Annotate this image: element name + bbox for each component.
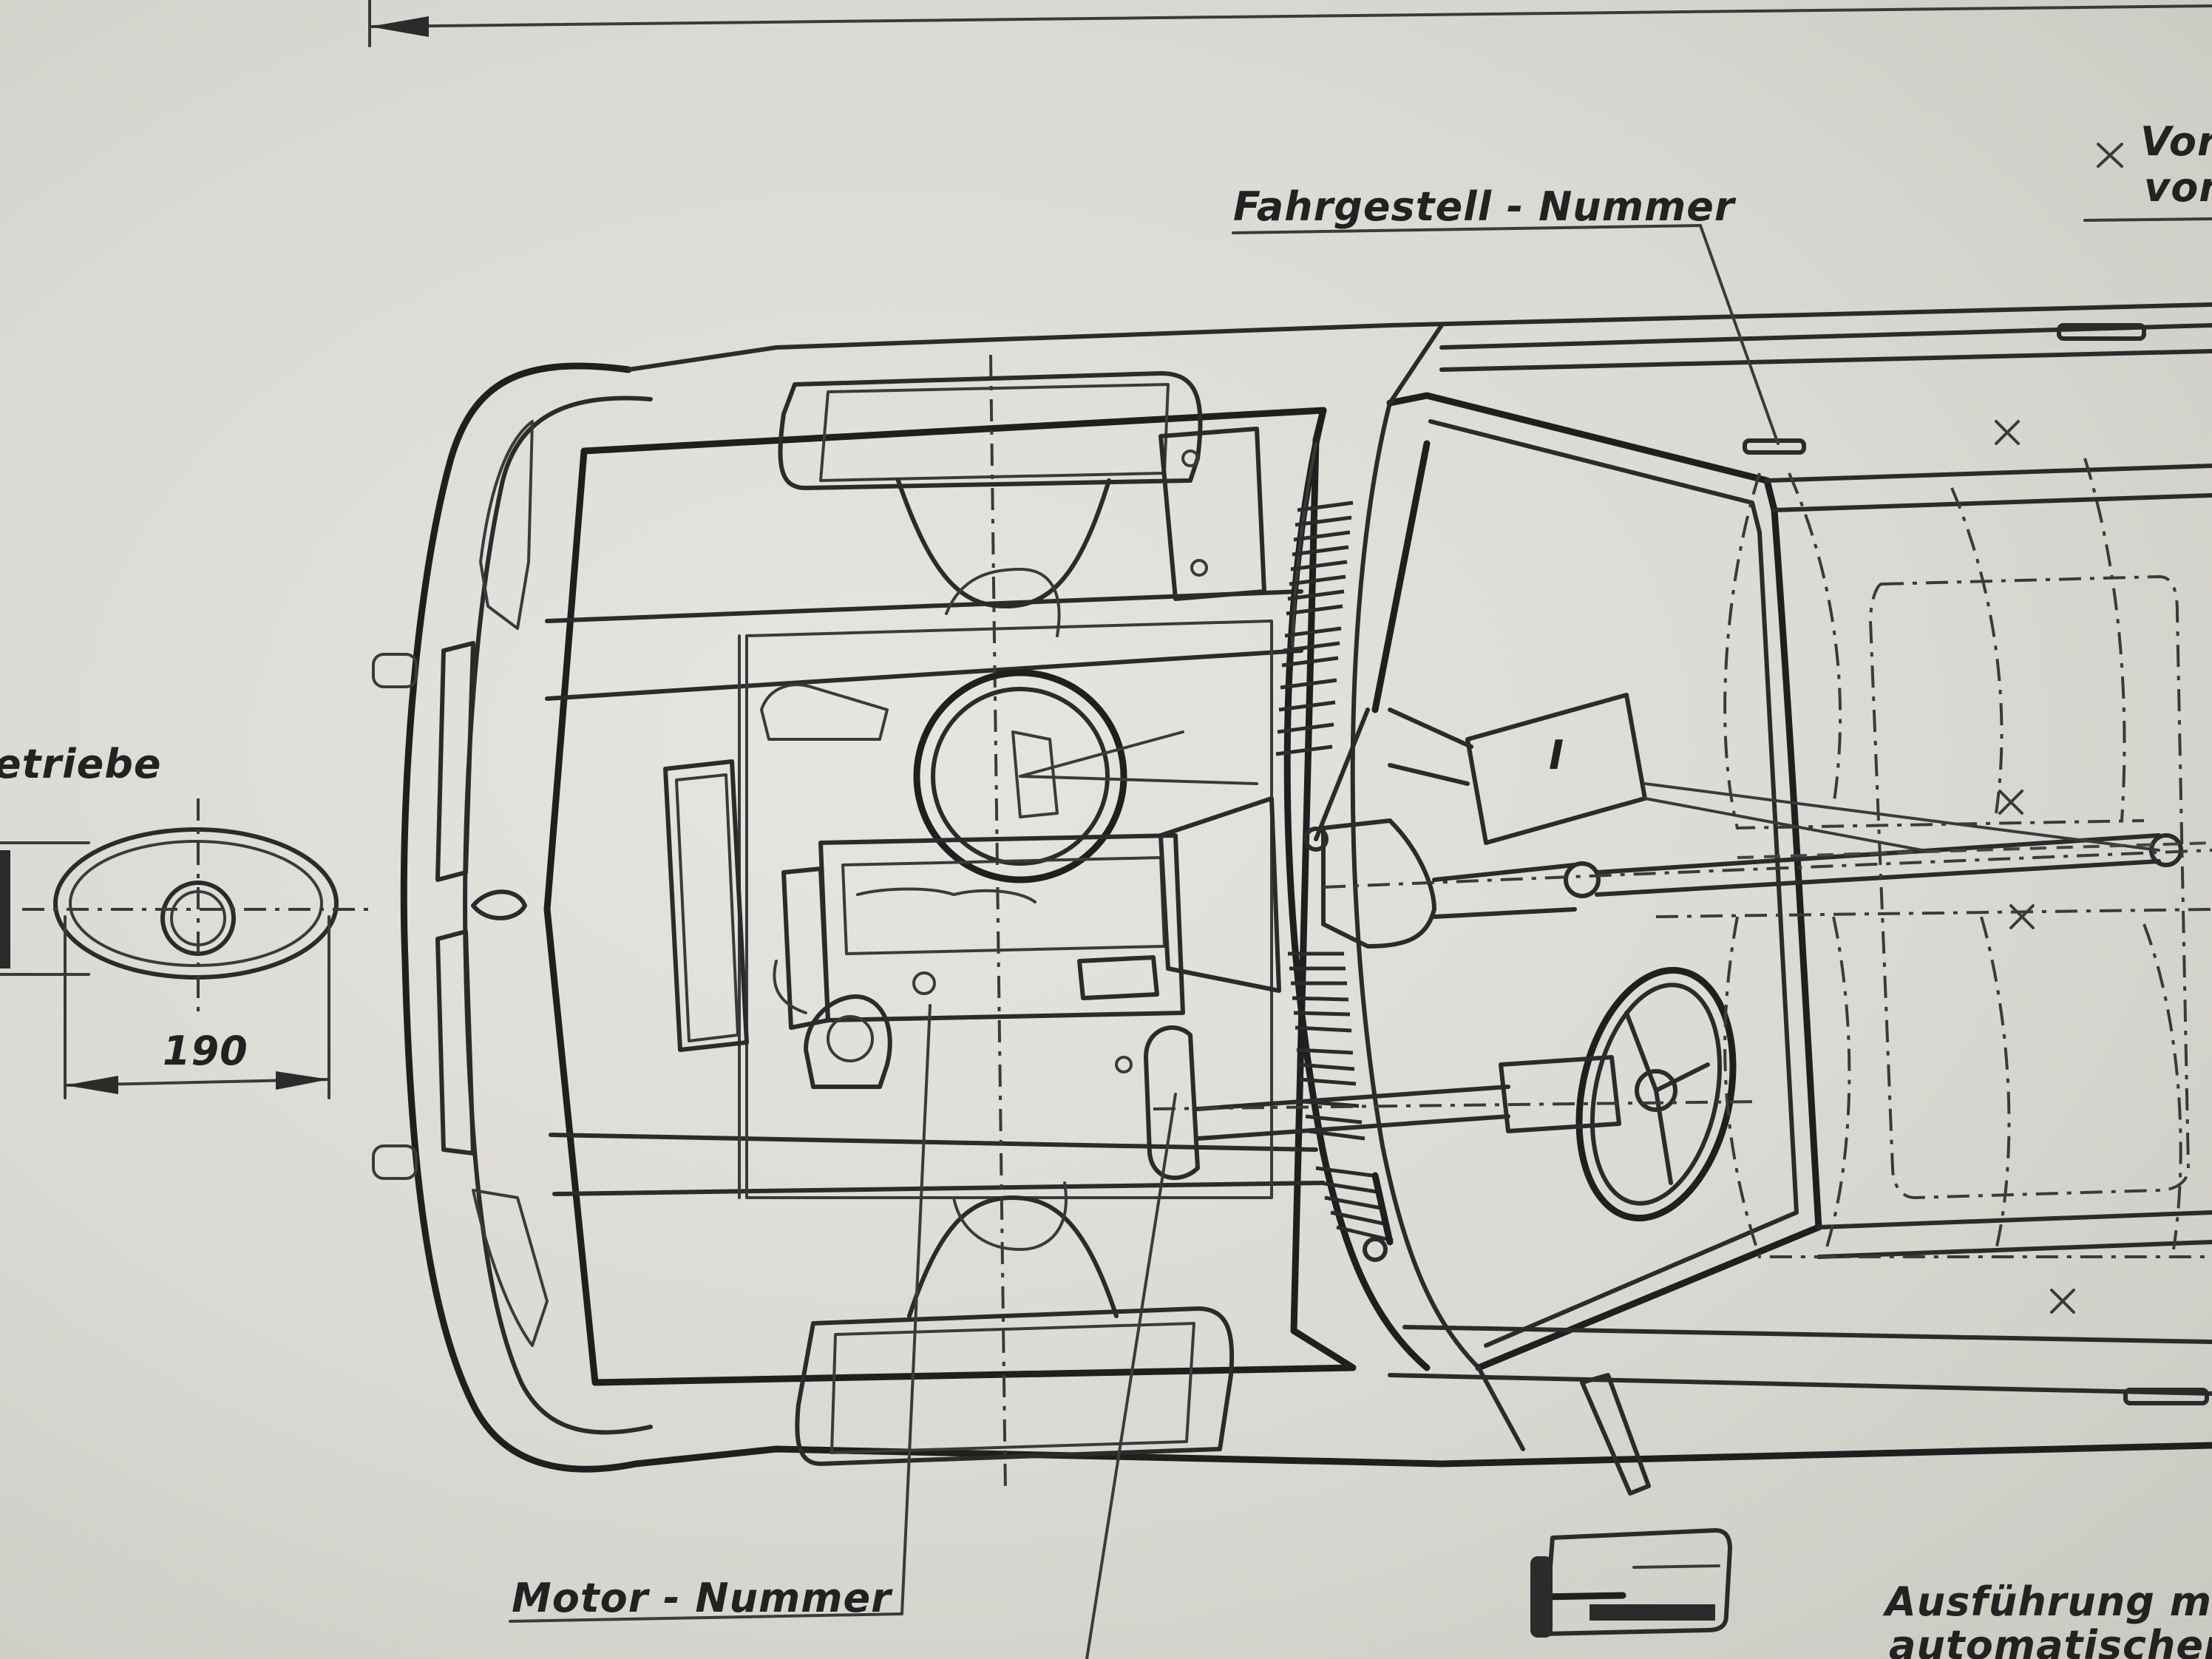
vent-grille-upper [1275, 501, 1354, 756]
top-right-note-line1: Vorr [2140, 118, 2212, 165]
leader-lines [509, 217, 2212, 1659]
top-right-note-line2: von [2144, 164, 2212, 211]
component-i-label: I [1549, 732, 1564, 778]
chassis-number-label: Fahrgestell - Nummer [1233, 183, 1737, 230]
cabin: I [1153, 143, 2212, 1496]
lever-symbol-icon [1530, 1528, 1732, 1638]
engine-number-label: Motor - Nummer [512, 1575, 893, 1621]
engine-bay [543, 354, 1357, 1494]
gearbox-label: etriebe [0, 741, 161, 787]
mounting-point-markers [1995, 143, 2123, 1314]
exhaust-detail [0, 798, 370, 1099]
dimension-190-label: 190 [163, 1028, 248, 1074]
car-body-outline [372, 302, 2212, 1473]
bottom-right-note-line1: Ausführung m [1882, 1578, 2212, 1625]
top-dimension-line [368, 0, 2212, 47]
bulkhead [1275, 401, 1481, 1371]
vent-grille-lower [1288, 951, 1394, 1243]
bottom-right-note-line2: automatischem [1889, 1622, 2212, 1659]
